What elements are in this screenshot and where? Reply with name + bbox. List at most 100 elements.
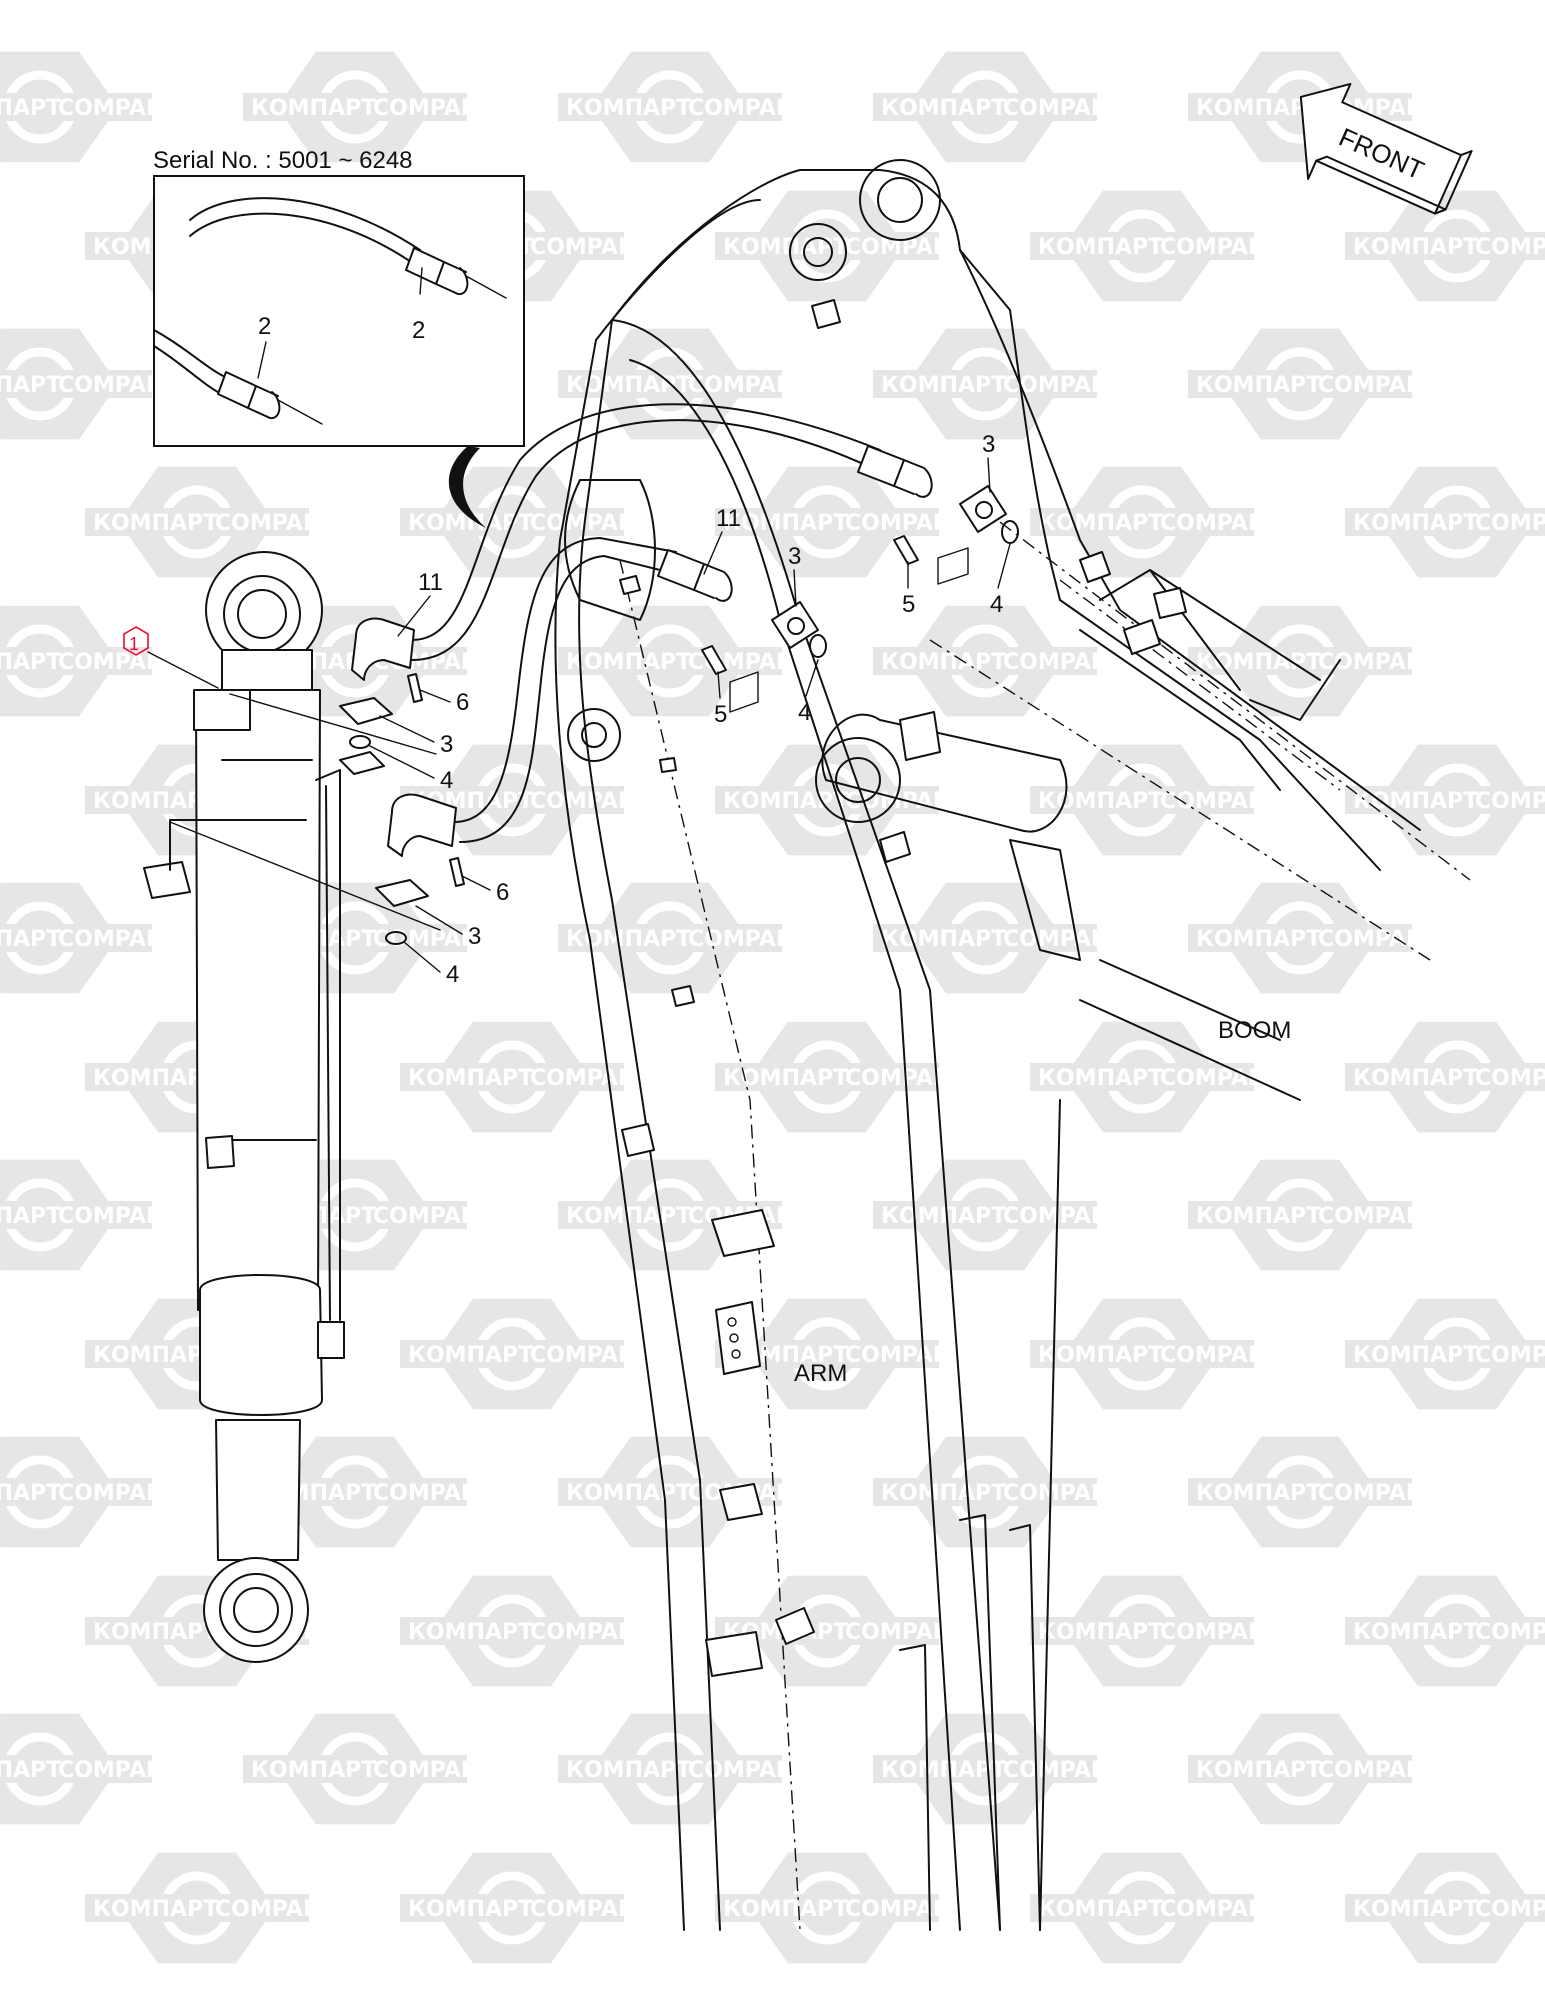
o-ring (1001, 520, 1019, 544)
callout-11-a: 11 (716, 505, 741, 532)
svg-text:COMPART: COMPART (1160, 235, 1279, 260)
svg-text:COMPART: COMPART (1318, 927, 1437, 952)
svg-text:COMPART: COMPART (530, 235, 649, 260)
svg-text:COMPART: COMPART (58, 1481, 177, 1506)
svg-text:КОМПАРТ: КОМПАРТ (0, 927, 61, 952)
callout-2-a: 2 (412, 317, 425, 344)
inset-frame (153, 175, 525, 447)
svg-text:КОМПАРТ: КОМПАРТ (1353, 511, 1478, 536)
svg-text:КОМПАРТ: КОМПАРТ (1353, 1343, 1478, 1368)
svg-text:КОМПАРТ: КОМПАРТ (1038, 235, 1163, 260)
svg-text:COMPART: COMPART (1475, 1066, 1545, 1091)
svg-text:КОМПАРТ: КОМПАРТ (881, 373, 1006, 398)
svg-text:КОМПАРТ: КОМПАРТ (1038, 511, 1163, 536)
svg-text:COMPART: COMPART (373, 927, 492, 952)
hose-assemblies (351, 403, 933, 857)
svg-text:COMPART: COMPART (1160, 1620, 1279, 1645)
item-1-marker: 1 (123, 626, 219, 689)
svg-text:COMPART: COMPART (1160, 511, 1279, 536)
svg-text:КОМПАРТ: КОМПАРТ (881, 650, 1006, 675)
svg-text:КОМПАРТ: КОМПАРТ (0, 1204, 61, 1229)
svg-text:COMPART: COMPART (373, 1758, 492, 1783)
callout-6-b: 6 (496, 879, 509, 906)
svg-text:COMPART: COMPART (1318, 373, 1437, 398)
svg-text:КОМПАРТ: КОМПАРТ (0, 373, 61, 398)
svg-text:COMPART: COMPART (1003, 650, 1122, 675)
svg-text:КОМПАРТ: КОМПАРТ (881, 1204, 1006, 1229)
svg-text:COMPART: COMPART (1160, 1897, 1279, 1922)
svg-text:КОМПАРТ: КОМПАРТ (93, 511, 218, 536)
svg-text:COMPART: COMPART (1318, 650, 1437, 675)
fittings-arm (701, 485, 1019, 713)
svg-text:COMPART: COMPART (530, 1620, 649, 1645)
svg-text:COMPART: COMPART (58, 1758, 177, 1783)
svg-text:КОМПАРТ: КОМПАРТ (408, 1620, 533, 1645)
svg-text:КОМПАРТ: КОМПАРТ (1038, 1343, 1163, 1368)
arm: ARM (554, 319, 1301, 1931)
svg-text:COMPART: COMPART (1475, 1343, 1545, 1368)
callout-3-b: 3 (788, 543, 801, 570)
front-arrow: FRONT (1299, 82, 1473, 215)
svg-text:COMPART: COMPART (1160, 1066, 1279, 1091)
svg-text:КОМПАРТ: КОМПАРТ (1196, 1481, 1321, 1506)
svg-text:COMPART: COMPART (530, 789, 649, 814)
callout-4-a: 4 (990, 591, 1003, 618)
boom: BOOM (595, 159, 1471, 1044)
split-flange (959, 485, 1007, 533)
svg-text:COMPART: COMPART (530, 1897, 649, 1922)
callout-11-b: 11 (418, 569, 443, 596)
fittings-cylinder (339, 673, 465, 945)
svg-text:COMPART: COMPART (688, 373, 807, 398)
svg-text:КОМПАРТ: КОМПАРТ (0, 1481, 61, 1506)
serial-label: Serial No. : 5001 ~ 6248 (153, 147, 413, 174)
svg-text:COMPART: COMPART (845, 1343, 964, 1368)
svg-text:КОМПАРТ: КОМПАРТ (408, 1343, 533, 1368)
svg-text:КОМПАРТ: КОМПАРТ (1196, 927, 1321, 952)
svg-text:COMPART: COMPART (373, 96, 492, 121)
callout-4-d: 4 (446, 961, 459, 988)
svg-text:COMPART: COMPART (1318, 1204, 1437, 1229)
svg-text:COMPART: COMPART (1475, 511, 1545, 536)
callout-layer: 3 4 5 11 3 4 5 11 6 3 4 6 3 4 (169, 431, 1011, 988)
svg-text:COMPART: COMPART (58, 927, 177, 952)
svg-text:COMPART: COMPART (373, 1204, 492, 1229)
svg-text:КОМПАРТ: КОМПАРТ (723, 511, 848, 536)
svg-text:COMPART: COMPART (1003, 1204, 1122, 1229)
svg-text:КОМПАРТ: КОМПАРТ (251, 96, 376, 121)
svg-text:КОМПАРТ: КОМПАРТ (1038, 1066, 1163, 1091)
svg-text:COMPART: COMPART (1475, 1620, 1545, 1645)
svg-text:КОМПАРТ: КОМПАРТ (1353, 1066, 1478, 1091)
svg-text:COMPART: COMPART (1003, 1481, 1122, 1506)
callout-6-a: 6 (456, 689, 469, 716)
